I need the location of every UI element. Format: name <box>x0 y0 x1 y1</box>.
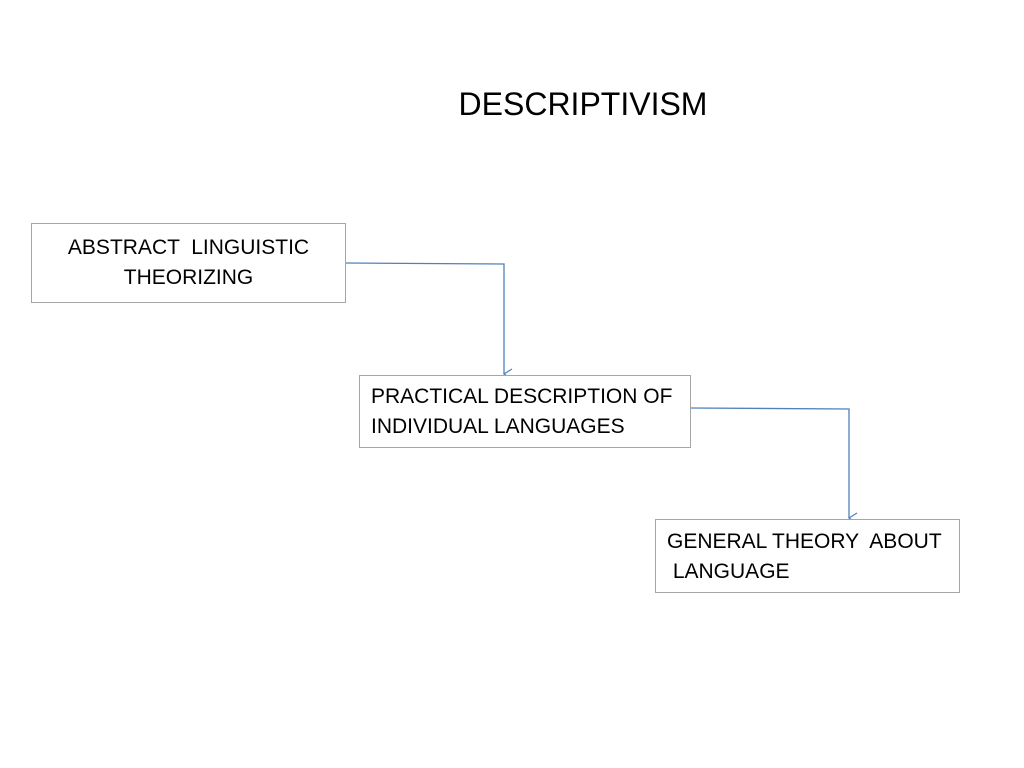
node-label-line: ABSTRACT LINGUISTIC <box>67 236 310 259</box>
node-label-line: INDIVIDUAL LANGUAGES <box>371 415 625 438</box>
node-practical-description: PRACTICAL DESCRIPTION OF INDIVIDUAL LANG… <box>359 375 691 448</box>
node-label-line: PRACTICAL DESCRIPTION OF <box>371 385 673 408</box>
connector-abstract-to-practical <box>345 262 513 380</box>
node-label-line: THEORIZING <box>123 266 254 289</box>
connector-practical-to-general <box>690 407 858 524</box>
node-label-line: LANGUAGE <box>667 560 790 583</box>
diagram-title: DESCRIPTIVISM <box>458 86 708 122</box>
node-label-line: GENERAL THEORY ABOUT <box>667 530 942 553</box>
node-abstract-linguistic-theorizing: ABSTRACT LINGUISTIC THEORIZING <box>31 223 346 303</box>
node-general-theory: GENERAL THEORY ABOUT LANGUAGE <box>655 519 960 593</box>
